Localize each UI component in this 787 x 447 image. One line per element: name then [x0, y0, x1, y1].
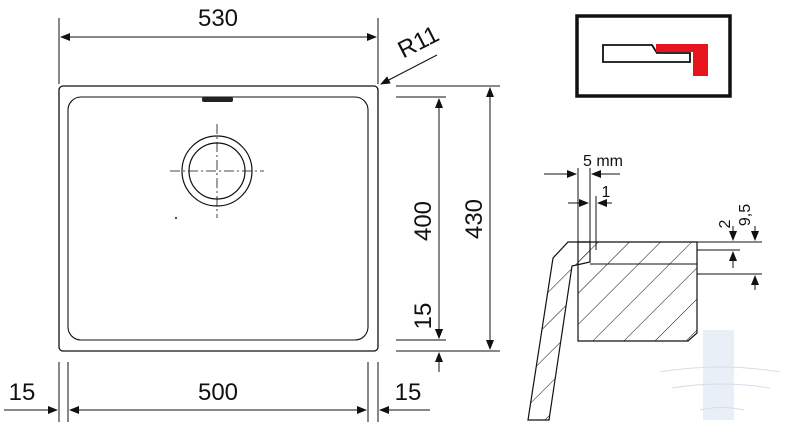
countertop-shape — [602, 44, 691, 63]
overflow-slot — [202, 97, 233, 102]
thickness-dimension: 2 9,5 — [697, 204, 762, 290]
countertop-section — [577, 241, 698, 342]
lip-label: 1 — [602, 184, 611, 201]
thickness-label: 9,5 — [737, 204, 754, 226]
inner-height-label: 400 — [410, 201, 437, 241]
sink-bowl-outline — [67, 96, 369, 341]
undermount-icon — [575, 14, 732, 98]
gap-label: 5 mm — [583, 153, 623, 170]
corner-radius-label: R11 — [394, 21, 444, 64]
step-label: 2 — [717, 219, 734, 228]
right-margin-label: 15 — [395, 379, 422, 406]
outer-height-label: 430 — [461, 199, 488, 239]
dimension-top-width: 530 — [58, 5, 379, 84]
sink-flange-red-shape — [656, 44, 708, 76]
dot-mark — [175, 217, 177, 219]
sink-outer-outline — [58, 85, 379, 352]
sink-top-view — [58, 85, 379, 352]
watermark-logo — [659, 330, 781, 420]
dimension-heights: 400 15 430 — [396, 85, 500, 372]
dimension-bottom: 500 15 15 — [4, 362, 430, 422]
top-width-label: 530 — [198, 5, 238, 32]
bottom-width-label: 500 — [198, 379, 238, 406]
bottom-flange-label: 15 — [410, 303, 437, 330]
dimension-corner-radius: R11 — [380, 21, 444, 85]
installation-cross-section: 5 mm 1 2 9,5 — [527, 153, 762, 421]
gap-dimension: 5 mm 1 — [544, 153, 623, 250]
left-margin-label: 15 — [9, 379, 36, 406]
